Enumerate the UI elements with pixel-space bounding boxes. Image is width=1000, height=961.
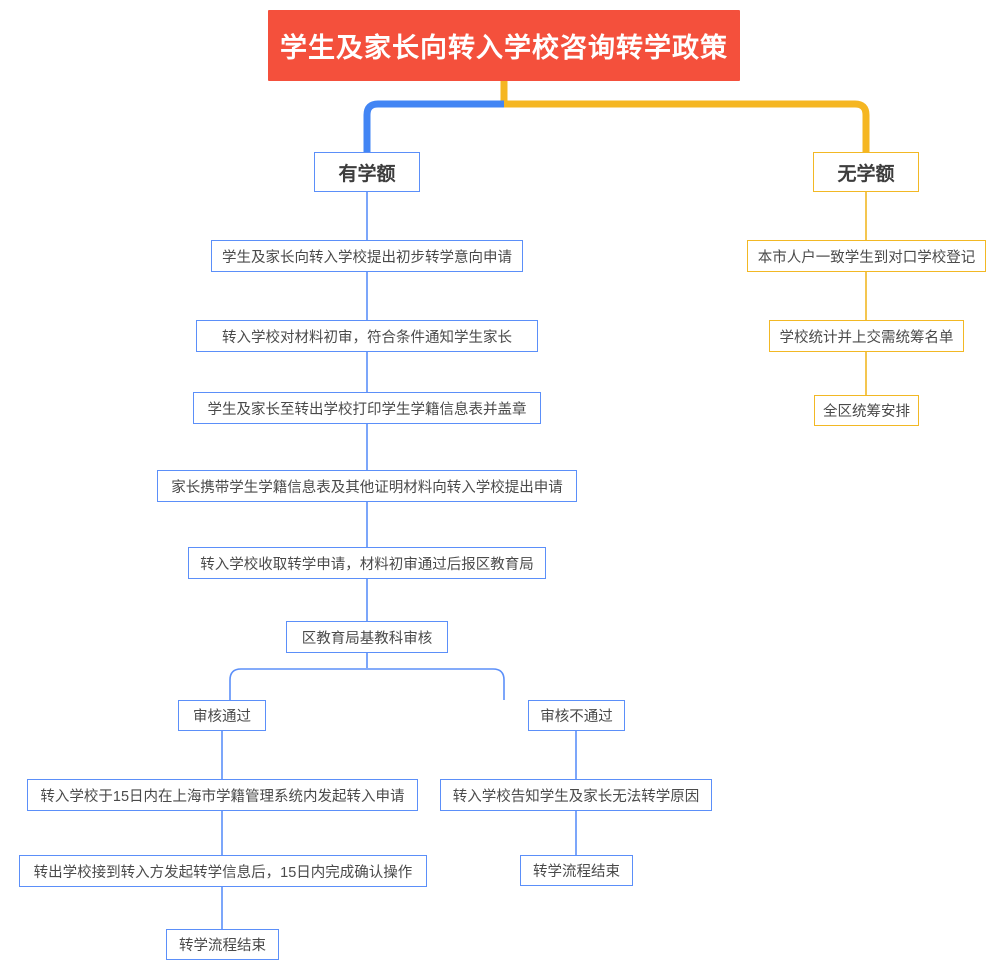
process-node-step-4[interactable]: 家长携带学生学籍信息表及其他证明材料向转入学校提出申请 <box>157 470 577 502</box>
process-node-nq-step-3[interactable]: 全区统筹安排 <box>814 395 919 426</box>
outcome-node-approved[interactable]: 审核通过 <box>178 700 266 731</box>
branch-label-has-quota: 有学额 <box>338 163 396 185</box>
outcome-node-rejected[interactable]: 审核不通过 <box>528 700 625 731</box>
process-label-approved-step-3: 转学流程结束 <box>179 938 266 954</box>
process-label-step-2: 转入学校对材料初审，符合条件通知学生家长 <box>222 329 512 346</box>
process-label-step-1: 学生及家长向转入学校提出初步转学意向申请 <box>222 249 512 266</box>
process-label-rejected-step-2: 转学流程结束 <box>533 864 620 880</box>
process-node-step-6[interactable]: 区教育局基教科审核 <box>286 621 448 653</box>
process-label-step-3: 学生及家长至转出学校打印学生学籍信息表并盖章 <box>207 401 527 418</box>
process-node-approved-step-1[interactable]: 转入学校于15日内在上海市学籍管理系统内发起转入申请 <box>27 779 418 811</box>
process-label-step-5: 转入学校收取转学申请，材料初审通过后报区教育局 <box>200 556 534 573</box>
process-label-approved-step-2: 转出学校接到转入方发起转学信息后，15日内完成确认操作 <box>33 864 413 881</box>
process-label-approved-step-1: 转入学校于15日内在上海市学籍管理系统内发起转入申请 <box>40 788 405 805</box>
branch-label-no-quota: 无学额 <box>837 163 895 185</box>
outcome-label-approved: 审核通过 <box>193 709 251 725</box>
outcome-label-rejected: 审核不通过 <box>540 709 613 725</box>
process-label-rejected-step-1: 转入学校告知学生及家长无法转学原因 <box>452 788 700 805</box>
process-label-nq-step-3: 全区统筹安排 <box>823 404 910 420</box>
process-label-nq-step-1: 本市人户一致学生到对口学校登记 <box>757 249 976 266</box>
process-node-approved-step-2[interactable]: 转出学校接到转入方发起转学信息后，15日内完成确认操作 <box>19 855 427 887</box>
process-label-nq-step-2: 学校统计并上交需统筹名单 <box>779 329 954 346</box>
root-title-label: 学生及家长向转入学校咨询转学政策 <box>280 33 728 63</box>
process-node-nq-step-1[interactable]: 本市人户一致学生到对口学校登记 <box>747 240 986 272</box>
process-node-nq-step-2[interactable]: 学校统计并上交需统筹名单 <box>769 320 964 352</box>
process-node-approved-step-3[interactable]: 转学流程结束 <box>166 929 279 960</box>
process-node-step-2[interactable]: 转入学校对材料初审，符合条件通知学生家长 <box>196 320 538 352</box>
process-label-step-6: 区教育局基教科审核 <box>301 630 433 647</box>
process-node-step-1[interactable]: 学生及家长向转入学校提出初步转学意向申请 <box>211 240 523 272</box>
branch-node-has-quota[interactable]: 有学额 <box>314 152 420 192</box>
process-node-step-3[interactable]: 学生及家长至转出学校打印学生学籍信息表并盖章 <box>193 392 541 424</box>
root-title-node[interactable]: 学生及家长向转入学校咨询转学政策 <box>268 10 740 81</box>
branch-node-no-quota[interactable]: 无学额 <box>813 152 919 192</box>
process-node-rejected-step-2[interactable]: 转学流程结束 <box>520 855 633 886</box>
process-node-step-5[interactable]: 转入学校收取转学申请，材料初审通过后报区教育局 <box>188 547 546 579</box>
process-label-step-4: 家长携带学生学籍信息表及其他证明材料向转入学校提出申请 <box>171 479 563 496</box>
process-node-rejected-step-1[interactable]: 转入学校告知学生及家长无法转学原因 <box>440 779 712 811</box>
